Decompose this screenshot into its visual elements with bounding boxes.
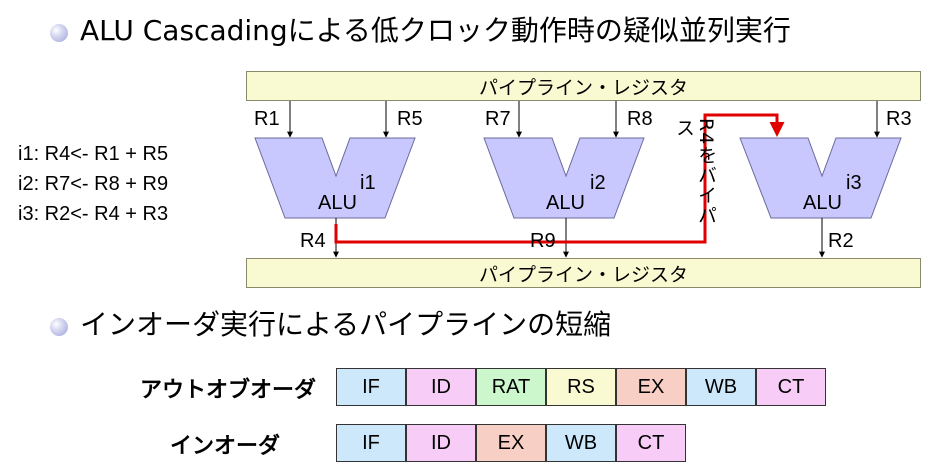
alu-1-input-label-r5: R5 [397, 108, 423, 130]
pipeline-register-top: パイプライン・レジスタ [246, 71, 921, 101]
alu-1-shape [254, 137, 416, 219]
pipeline-row-out-of-order: IF ID RAT RS EX WB CT [336, 368, 826, 406]
instruction-i2: i2: R7<- R8 + R9 [18, 173, 169, 195]
alu-3-instr: i3 [846, 172, 862, 194]
instruction-i3: i3: R2<- R4 + R3 [18, 203, 169, 225]
bullet-icon [50, 318, 68, 336]
pipeline-row-in-order: IF ID EX WB CT [336, 424, 686, 462]
stage-id: ID [406, 368, 476, 406]
stage-id: ID [406, 424, 476, 462]
bypass-label: R4をバイパス [673, 118, 717, 226]
stage-ct: CT [756, 368, 826, 406]
alu-3-output-label: R2 [828, 230, 854, 252]
alu-3-label: ALU [803, 192, 842, 214]
stage-wb: WB [546, 424, 616, 462]
alu-2-output-label: R9 [530, 230, 556, 252]
section2-title: インオーダ実行によるパイプラインの短縮 [80, 308, 612, 341]
pipeline-register-top-label: パイプライン・レジスタ [478, 76, 688, 99]
alu-1-input-label-r1: R1 [254, 108, 280, 130]
stage-rs: RS [546, 368, 616, 406]
pipeline-register-bottom: パイプライン・レジスタ [246, 258, 921, 288]
stage-rat: RAT [476, 368, 546, 406]
stage-if: IF [336, 368, 406, 406]
alu-2-label: ALU [546, 192, 585, 214]
instruction-i1: i1: R4<- R1 + R5 [18, 143, 169, 165]
bypass-path [334, 113, 785, 244]
alu-3-input-label-r3: R3 [886, 108, 912, 130]
alu-2-shape [483, 137, 645, 219]
alu-3-shape [739, 137, 902, 219]
alu-1-instr: i1 [360, 172, 376, 194]
stage-ex: EX [616, 368, 686, 406]
alu-1-output-label: R4 [300, 230, 326, 252]
stage-ct: CT [616, 424, 686, 462]
stage-wb: WB [686, 368, 756, 406]
pipeline-label-in-order: インオーダ [169, 434, 280, 459]
stage-ex: EX [476, 424, 546, 462]
alu-2-input-label-r7: R7 [485, 108, 511, 130]
alu-2-input-label-r8: R8 [627, 108, 653, 130]
pipeline-label-out-of-order: アウトオブオーダ [139, 378, 316, 403]
alu-1-label: ALU [318, 192, 357, 214]
pipeline-register-bottom-label: パイプライン・レジスタ [478, 263, 688, 286]
stage-if: IF [336, 424, 406, 462]
section1-title: ALU Cascadingによる低クロック動作時の疑似並列実行 [80, 14, 791, 47]
bullet-icon [50, 24, 68, 42]
alu-2-instr: i2 [590, 172, 606, 194]
